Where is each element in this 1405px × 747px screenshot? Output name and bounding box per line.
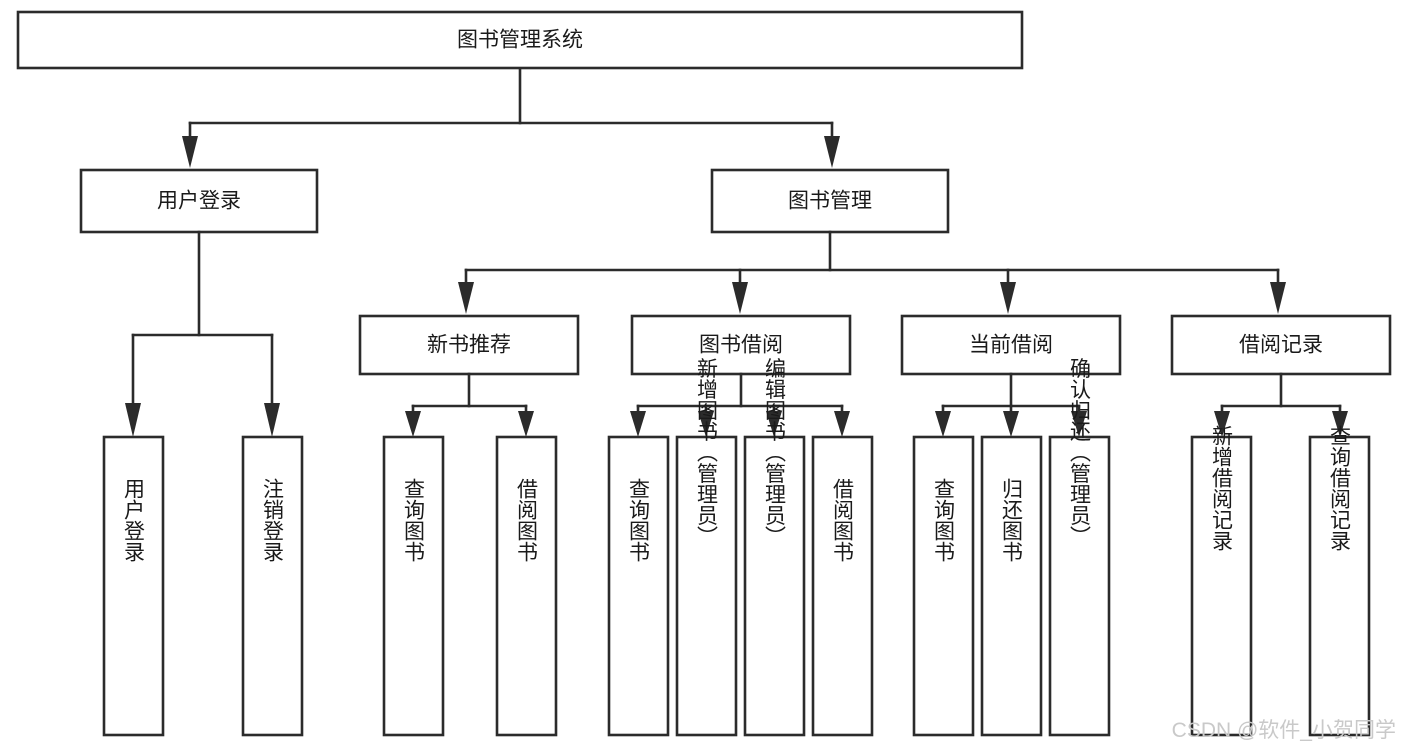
leaf-logout-box[interactable]	[241, 435, 304, 737]
leaf-borrow-book-2[interactable]: 借阅图书	[811, 435, 874, 737]
arrowhead-leaf-confirm-return	[1071, 411, 1087, 437]
arrowhead-leaf-query-book-3	[935, 411, 951, 437]
leaf-add-book-box[interactable]	[675, 435, 738, 737]
leaf-logout[interactable]: 注销登录	[241, 435, 304, 737]
node-root-label: 图书管理系统	[457, 29, 583, 52]
leaf-borrow-book-1-box[interactable]	[495, 435, 558, 737]
leaf-add-record-label: 新增借阅记录	[1210, 425, 1234, 551]
arrowhead-book-manage	[824, 136, 840, 168]
leaf-query-book-3[interactable]: 查询图书	[912, 435, 975, 737]
leaf-confirm-return-label: 确认归还（管理员）	[1068, 358, 1092, 547]
edges-borrow-record-to-leaves	[1214, 372, 1348, 437]
leaf-borrow-book-1[interactable]: 借阅图书	[495, 435, 558, 737]
arrowhead-leaf-add-record	[1214, 411, 1230, 437]
leaf-borrow-book-2-label: 借阅图书	[831, 478, 855, 562]
node-user-login-label: 用户登录	[157, 190, 241, 213]
leaf-add-record[interactable]: 新增借阅记录	[1190, 425, 1253, 737]
node-book-borrow-label: 图书借阅	[699, 334, 783, 357]
leaf-logout-label: 注销登录	[261, 478, 285, 562]
node-current-borrow-box[interactable]	[900, 314, 1122, 376]
leaf-query-record[interactable]: 查询借阅记录	[1308, 425, 1371, 737]
arrowhead-leaf-query-record	[1332, 411, 1348, 437]
edges-book-borrow-to-leaves	[630, 372, 850, 437]
leaf-query-book-1-box[interactable]	[382, 435, 445, 737]
edges-user-login-to-leaves	[125, 230, 280, 437]
leaf-query-book-2-box[interactable]	[607, 435, 670, 737]
node-book-manage[interactable]: 图书管理	[710, 168, 950, 234]
node-new-book-recommend-box[interactable]	[358, 314, 580, 376]
node-current-borrow-label: 当前借阅	[969, 334, 1053, 357]
arrowhead-leaf-edit-book	[766, 411, 782, 437]
leaf-query-book-1-label: 查询图书	[402, 478, 426, 562]
arrowhead-leaf-add-book	[698, 411, 714, 437]
arrowhead-leaf-user-login	[125, 403, 141, 437]
leaf-query-book-3-label: 查询图书	[932, 478, 956, 562]
leaf-user-login-label: 用户登录	[122, 478, 146, 562]
node-user-login[interactable]: 用户登录	[79, 168, 319, 234]
leaf-return-book-label: 归还图书	[1000, 478, 1024, 562]
arrowhead-borrow-record	[1270, 282, 1286, 314]
node-borrow-record[interactable]: 借阅记录	[1170, 314, 1392, 376]
leaf-query-book-1[interactable]: 查询图书	[382, 435, 445, 737]
arrowhead-leaf-query-book-1	[405, 411, 421, 437]
leaf-borrow-book-1-label: 借阅图书	[515, 478, 539, 562]
leaf-confirm-return[interactable]: 确认归还（管理员）	[1048, 358, 1111, 737]
leaf-edit-book[interactable]: 编辑图书（管理员）	[743, 358, 806, 737]
node-current-borrow[interactable]: 当前借阅	[900, 314, 1122, 376]
leaf-borrow-book-2-box[interactable]	[811, 435, 874, 737]
leaf-confirm-return-box[interactable]	[1048, 435, 1111, 737]
leaf-edit-book-box[interactable]	[743, 435, 806, 737]
leaf-query-record-label: 查询借阅记录	[1328, 425, 1352, 551]
arrowhead-new-book-recommend	[458, 282, 474, 314]
arrowhead-leaf-query-book-2	[630, 411, 646, 437]
arrowhead-current-borrow	[1000, 282, 1016, 314]
leaf-add-book-label: 新增图书（管理员）	[695, 358, 719, 547]
edges-current-borrow-to-leaves	[935, 372, 1087, 437]
leaf-query-record-box[interactable]	[1308, 435, 1371, 737]
leaf-user-login-box[interactable]	[102, 435, 165, 737]
leaf-return-book-box[interactable]	[980, 435, 1043, 737]
leaf-add-record-box[interactable]	[1190, 435, 1253, 737]
node-root-box[interactable]	[16, 10, 1024, 70]
edges-root-to-level2	[182, 66, 840, 168]
node-root[interactable]: 图书管理系统	[16, 10, 1024, 70]
node-new-book-recommend-label: 新书推荐	[427, 334, 511, 357]
leaf-user-login[interactable]: 用户登录	[102, 435, 165, 737]
edges-book-manage-to-level3	[458, 230, 1286, 314]
arrowhead-book-borrow	[732, 282, 748, 314]
edges-new-book-recommend-to-leaves	[405, 372, 534, 437]
leaf-query-book-3-box[interactable]	[912, 435, 975, 737]
node-book-borrow[interactable]: 图书借阅	[630, 314, 852, 376]
watermark: CSDN @软件_小贺同学	[1172, 719, 1396, 742]
node-borrow-record-label: 借阅记录	[1239, 334, 1323, 357]
leaf-return-book[interactable]: 归还图书	[980, 435, 1043, 737]
arrowhead-leaf-return-book	[1003, 411, 1019, 437]
leaf-query-book-2[interactable]: 查询图书	[607, 435, 670, 737]
node-new-book-recommend[interactable]: 新书推荐	[358, 314, 580, 376]
node-book-manage-label: 图书管理	[788, 190, 872, 213]
node-book-manage-box[interactable]	[710, 168, 950, 234]
arrowhead-leaf-logout	[264, 403, 280, 437]
arrowhead-user-login	[182, 136, 198, 168]
leaf-add-book[interactable]: 新增图书（管理员）	[675, 358, 738, 737]
arrowhead-leaf-borrow-book-2	[834, 411, 850, 437]
node-book-borrow-box[interactable]	[630, 314, 852, 376]
leaf-edit-book-label: 编辑图书（管理员）	[763, 358, 787, 547]
arrowhead-leaf-borrow-book-1	[518, 411, 534, 437]
leaf-query-book-2-label: 查询图书	[627, 478, 651, 562]
